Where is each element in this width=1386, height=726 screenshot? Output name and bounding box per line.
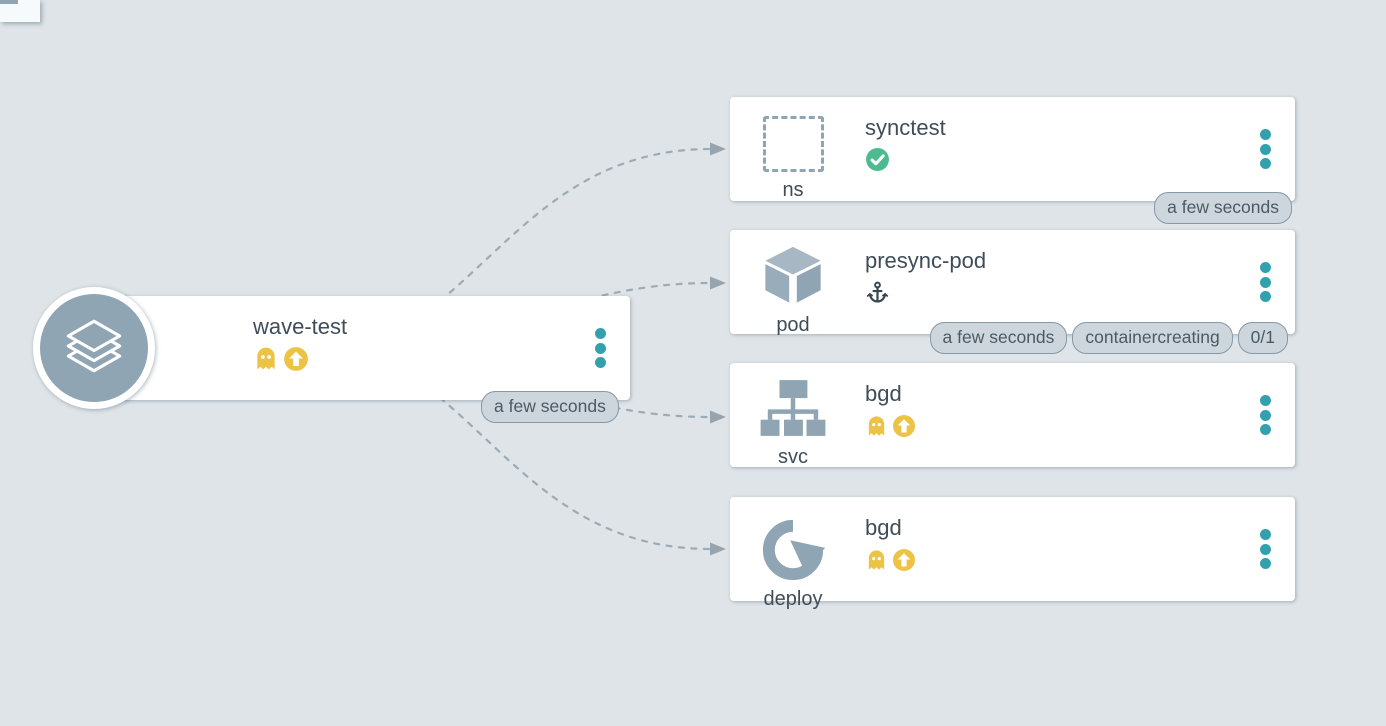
ready-count-badge: 0/1: [1237, 322, 1288, 354]
resource-title: bgd: [865, 381, 902, 406]
resource-kind-label: pod: [776, 314, 810, 336]
arrowhead-icon: [710, 276, 726, 290]
health-missing-ghost-icon: [865, 414, 888, 443]
pod-state-badge: containercreating: [1072, 322, 1233, 354]
arrowhead-icon: [710, 410, 726, 424]
namespace-icon: [762, 116, 824, 172]
application-title: wave-test: [253, 314, 348, 339]
node-kebab-menu-icon[interactable]: [1258, 393, 1273, 437]
age-badge: a few seconds: [1154, 192, 1292, 224]
health-missing-ghost-icon: [865, 548, 888, 577]
node-kebab-menu-icon[interactable]: [593, 326, 608, 370]
arrowhead-icon: [710, 542, 726, 556]
resource-title: bgd: [865, 515, 902, 540]
out-of-sync-arrow-icon: [892, 414, 916, 443]
application-node-wave-test[interactable]: wave-test: [118, 296, 630, 400]
age-badge: a few seconds: [929, 322, 1068, 354]
resource-title: synctest: [865, 115, 946, 140]
resource-kind-label: svc: [778, 446, 808, 468]
out-of-sync-arrow-icon: [892, 548, 916, 577]
application-avatar[interactable]: [33, 287, 155, 409]
edge-to-synctest: [398, 147, 713, 332]
node-kebab-menu-icon[interactable]: [1258, 260, 1273, 304]
out-of-sync-arrow-icon: [283, 346, 309, 377]
synced-check-icon: [865, 147, 890, 177]
resource-node-svc-bgd[interactable]: svc bgd: [730, 363, 1295, 468]
age-badge: a few seconds: [481, 391, 619, 423]
service-sitemap-icon: [757, 378, 829, 443]
resource-kind-label: deploy: [763, 588, 823, 610]
resource-kind-label: ns: [782, 179, 804, 201]
cutoff-panel-border: [0, 0, 18, 4]
arrowhead-icon: [710, 142, 726, 156]
node-kebab-menu-icon[interactable]: [1258, 127, 1273, 171]
sync-hook-anchor-icon: [865, 280, 890, 310]
pod-cube-icon: [762, 245, 824, 311]
resource-node-ns-synctest[interactable]: ns synctest: [730, 97, 1295, 201]
edge-to-deploy-bgd: [398, 366, 713, 551]
application-layers-icon: [61, 316, 127, 381]
resource-title: presync-pod: [865, 248, 987, 273]
health-missing-ghost-icon: [253, 345, 279, 377]
deployment-rotate-icon: [756, 515, 830, 590]
cutoff-panel-corner: [0, 0, 40, 22]
resource-node-pod-presync-pod[interactable]: pod presync-pod: [730, 230, 1295, 336]
node-kebab-menu-icon[interactable]: [1258, 527, 1273, 571]
resource-node-deploy-bgd[interactable]: deploy bgd: [730, 497, 1295, 610]
